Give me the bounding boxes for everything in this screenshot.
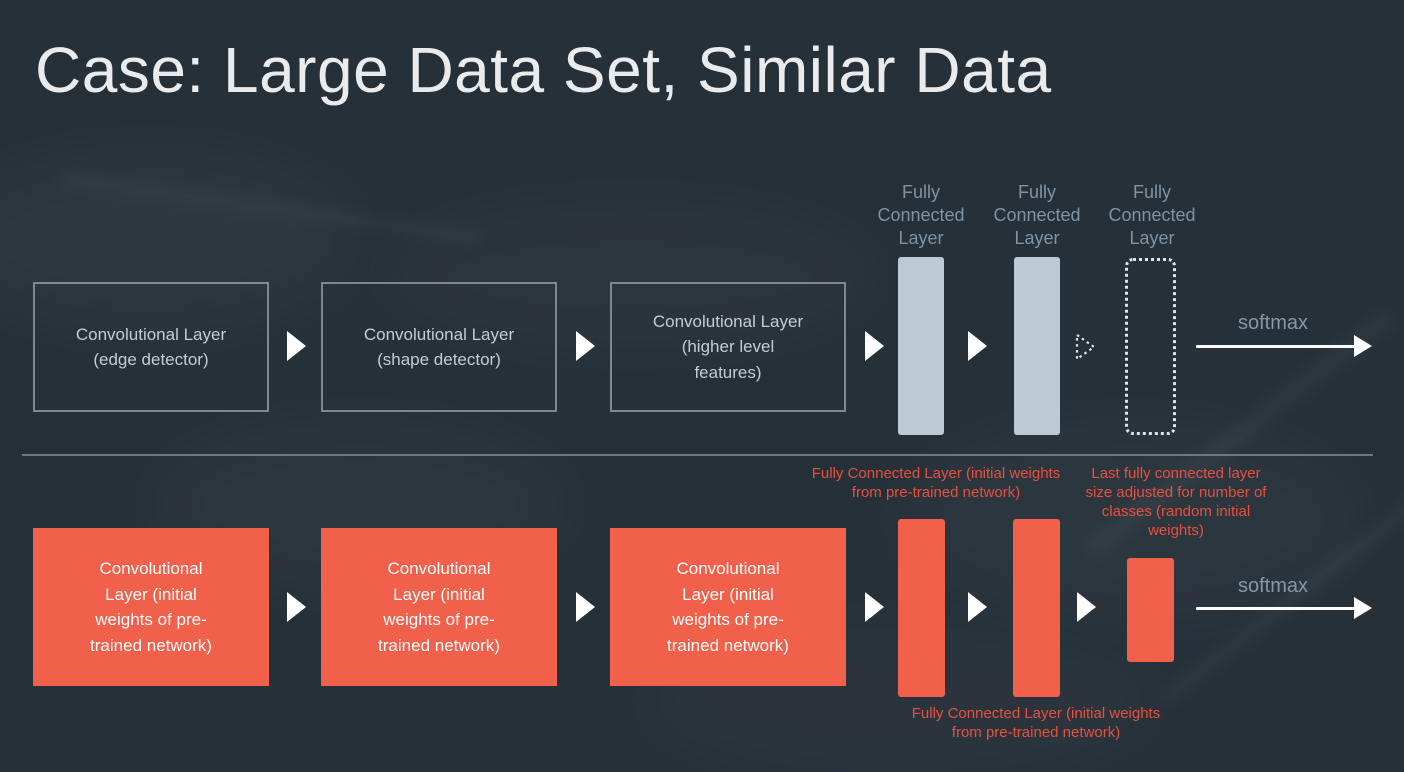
annotation-fc-pretrained-bottom: Fully Connected Layer (initial weights f…	[911, 705, 1161, 742]
fc-bar-orange-2	[1013, 519, 1060, 697]
arrow-right-icon	[1077, 592, 1096, 622]
fc-layer-label-3: Fully Connected Layer	[1108, 182, 1196, 249]
fc-layer-label-2: Fully Connected Layer	[993, 182, 1081, 249]
conv-layer-box-edge-detector: Convolutional Layer (edge detector)	[33, 282, 269, 412]
conv-layer-box-label: Convolutional Layer (higher level featur…	[652, 311, 804, 382]
conv-layer-box-pretrained-1: Convolutional Layer (initial weights of …	[33, 528, 269, 686]
fc-bar-dotted	[1125, 258, 1176, 435]
arrow-right-icon	[968, 331, 987, 361]
arrow-right-icon	[968, 592, 987, 622]
fc-bar-1	[898, 257, 944, 435]
conv-layer-box-label: Convolutional Layer (edge detector)	[75, 324, 227, 370]
divider-line	[22, 454, 1373, 456]
fc-layer-label-1: Fully Connected Layer	[877, 182, 965, 249]
conv-layer-box-pretrained-2: Convolutional Layer (initial weights of …	[321, 528, 557, 686]
softmax-arrow-head	[1354, 335, 1372, 357]
annotation-fc-pretrained-top: Fully Connected Layer (initial weights f…	[811, 465, 1061, 502]
arrow-right-icon	[865, 592, 884, 622]
conv-layer-box-higher-features: Convolutional Layer (higher level featur…	[610, 282, 846, 412]
fc-bar-2	[1014, 257, 1060, 435]
conv-layer-box-pretrained-3: Convolutional Layer (initial weights of …	[610, 528, 846, 686]
conv-layer-box-label: Convolutional Layer (initial weights of …	[667, 559, 789, 655]
slide-title: Case: Large Data Set, Similar Data	[35, 34, 1052, 106]
softmax-label: softmax	[1237, 575, 1309, 597]
arrow-right-icon	[287, 592, 306, 622]
conv-layer-box-label: Convolutional Layer (shape detector)	[363, 324, 515, 370]
conv-layer-box-shape-detector: Convolutional Layer (shape detector)	[321, 282, 557, 412]
fc-bar-orange-small	[1127, 558, 1174, 662]
arrow-right-icon	[576, 331, 595, 361]
arrow-right-icon	[287, 331, 306, 361]
softmax-arrow-line	[1196, 345, 1356, 348]
softmax-arrow-head	[1354, 597, 1372, 619]
softmax-arrow-line	[1196, 607, 1356, 610]
fc-bar-orange-1	[898, 519, 945, 697]
softmax-label: softmax	[1237, 312, 1309, 334]
conv-layer-box-label: Convolutional Layer (initial weights of …	[378, 559, 500, 655]
arrow-right-icon	[576, 592, 595, 622]
conv-layer-box-label: Convolutional Layer (initial weights of …	[90, 559, 212, 655]
arrow-right-icon	[865, 331, 884, 361]
background-texture-streak	[60, 170, 480, 246]
annotation-last-fc-adjusted: Last fully connected layer size adjusted…	[1085, 465, 1267, 540]
dotted-arrow-right-icon	[1075, 333, 1096, 361]
